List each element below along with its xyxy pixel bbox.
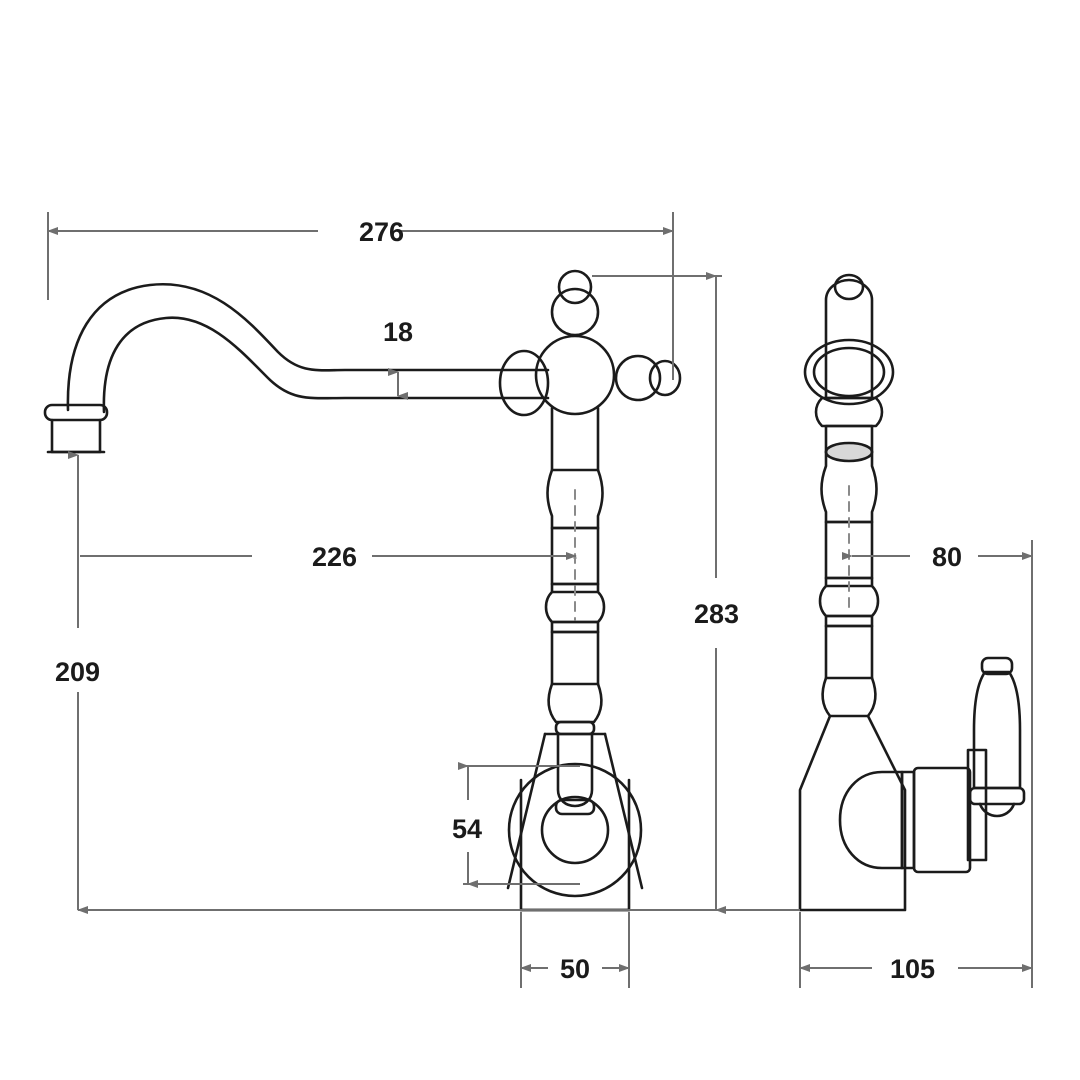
side-tapered-body: [798, 714, 907, 912]
dim-label-226: 226: [312, 542, 357, 572]
side-valve-cap: [912, 766, 972, 874]
spout-inner-profile: [102, 316, 550, 414]
side-elevation-view: [798, 273, 1026, 912]
side-valve-nose: [838, 770, 904, 870]
dimension-layer: [47, 212, 1033, 988]
handle-right-tip: [648, 359, 682, 397]
side-shoulder-ellipse: [824, 441, 874, 463]
side-lever-cap: [980, 656, 1014, 676]
side-lever-collar: [968, 786, 1026, 806]
side-handle-ring-inner: [812, 346, 886, 398]
front-elevation-view: [43, 269, 682, 912]
dim-label-50: 50: [560, 954, 590, 984]
side-collar: [814, 396, 884, 428]
column-turned-body: [544, 406, 606, 736]
dim-label-283: 283: [694, 599, 739, 629]
dim-label-18: 18: [383, 317, 413, 347]
spout-outer-profile: [66, 282, 550, 412]
side-handle-dome: [824, 278, 874, 400]
handle-left-knob: [498, 349, 550, 417]
base-flange-ring-outer: [507, 762, 643, 898]
side-lever-foot: [978, 802, 1016, 818]
finial-lower-ball: [550, 287, 600, 337]
dimension-labels: 276 18 226 209 283 54 50 80 105: [55, 217, 962, 984]
base-collar: [554, 798, 596, 816]
dim-label-276: 276: [359, 217, 404, 247]
side-lever-mount: [966, 748, 988, 862]
base-flange-ring-inner: [540, 795, 610, 865]
handle-right-knob: [614, 354, 662, 402]
base-flared-skirt: [506, 732, 644, 890]
dim-label-209: 209: [55, 657, 100, 687]
side-handle-ring-outer: [803, 338, 895, 406]
dim-label-105: 105: [890, 954, 935, 984]
side-finial-ball: [833, 273, 865, 301]
column-lower-stem: [556, 732, 594, 808]
finial-top-ball: [557, 269, 593, 305]
dim-label-80: 80: [932, 542, 962, 572]
dim-label-54: 54: [452, 814, 482, 844]
